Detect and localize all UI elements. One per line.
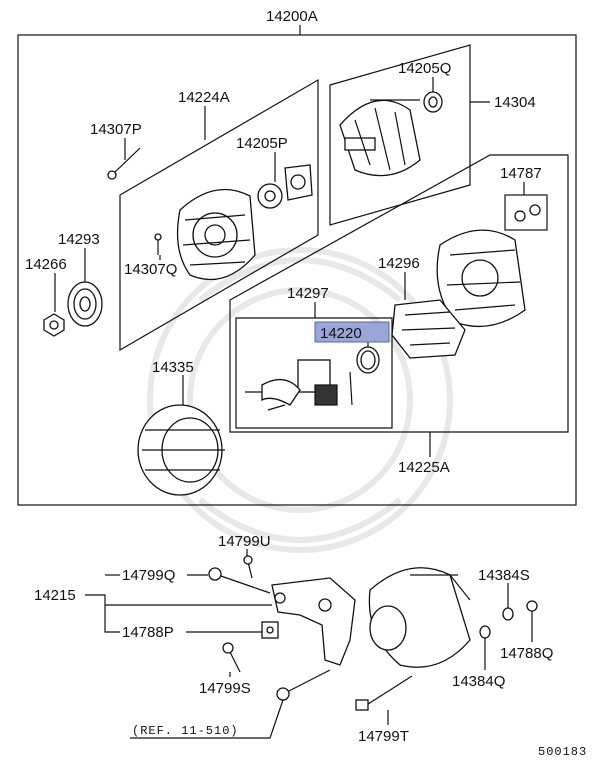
front-bracket-14224A — [176, 188, 256, 281]
label-14225A[interactable]: 14225A — [398, 459, 450, 476]
washer-14384Q — [479, 625, 491, 639]
label-14788Q[interactable]: 14788Q — [500, 645, 553, 662]
bolt-14799T — [355, 675, 413, 711]
box-14304 — [329, 44, 471, 226]
part-labels: 14200A 14224A 14307P 14205P 14293 14266 … — [25, 8, 587, 759]
label-14799U[interactable]: 14799U — [218, 533, 271, 550]
nuts-14787 — [504, 194, 548, 231]
nut-14266 — [43, 313, 65, 337]
label-14297[interactable]: 14297 — [287, 285, 329, 302]
label-14384S[interactable]: 14384S — [478, 567, 530, 584]
assembly-box-14200A — [17, 34, 577, 506]
label-14224A[interactable]: 14224A — [178, 89, 230, 106]
label-14215[interactable]: 14215 — [34, 587, 76, 604]
bolt-14799S — [222, 642, 241, 673]
label-14799Q[interactable]: 14799Q — [122, 567, 175, 584]
label-14307P[interactable]: 14307P — [90, 121, 142, 138]
label-14788P[interactable]: 14788P — [122, 624, 174, 641]
brush-holder-14297 — [245, 359, 353, 411]
regulator-14296 — [391, 299, 466, 359]
alternator-body — [368, 567, 471, 668]
box-14224A — [119, 78, 319, 352]
label-14205Q[interactable]: 14205Q — [398, 60, 451, 77]
rotor-14304 — [339, 99, 421, 177]
label-14335[interactable]: 14335 — [152, 359, 194, 376]
watermark-emblem — [147, 247, 453, 553]
label-14799S[interactable]: 14799S — [199, 680, 251, 697]
seal-14220 — [356, 346, 380, 374]
label-14293[interactable]: 14293 — [58, 231, 100, 248]
washer-14384S — [502, 607, 514, 621]
label-14787[interactable]: 14787 — [500, 165, 542, 182]
box-14225A — [229, 154, 569, 433]
long-bolt-ref — [276, 669, 331, 701]
bolt-14799U — [243, 555, 253, 579]
reference-note: (REF. 11-510) — [132, 724, 239, 738]
box-14297 — [235, 317, 393, 429]
label-14799T[interactable]: 14799T — [358, 728, 409, 745]
drawing-number: 500183 — [538, 745, 587, 759]
rear-bracket — [436, 229, 526, 328]
label-14384Q[interactable]: 14384Q — [452, 673, 505, 690]
label-14220[interactable]: 14220 — [320, 325, 362, 342]
label-14304[interactable]: 14304 — [494, 94, 536, 111]
pulley-14293 — [67, 281, 103, 327]
label-14266[interactable]: 14266 — [25, 256, 67, 273]
nut-14788P — [261, 621, 279, 639]
label-14307Q[interactable]: 14307Q — [124, 261, 177, 278]
stator-14335 — [137, 404, 225, 496]
bolt-14799Q — [208, 567, 271, 594]
bearing-14205Q — [423, 91, 443, 113]
nut-14788Q — [526, 600, 538, 612]
bearing-14205P — [257, 164, 313, 209]
label-14200A[interactable]: 14200A — [266, 8, 318, 25]
label-14205P[interactable]: 14205P — [236, 135, 288, 152]
mount-bracket-14215 — [271, 577, 356, 666]
highlight-14220 — [314, 321, 390, 343]
bolt-14307P — [107, 147, 141, 180]
leader-lines — [54, 77, 533, 739]
screw-14307Q — [154, 233, 162, 255]
label-14296[interactable]: 14296 — [378, 255, 420, 272]
